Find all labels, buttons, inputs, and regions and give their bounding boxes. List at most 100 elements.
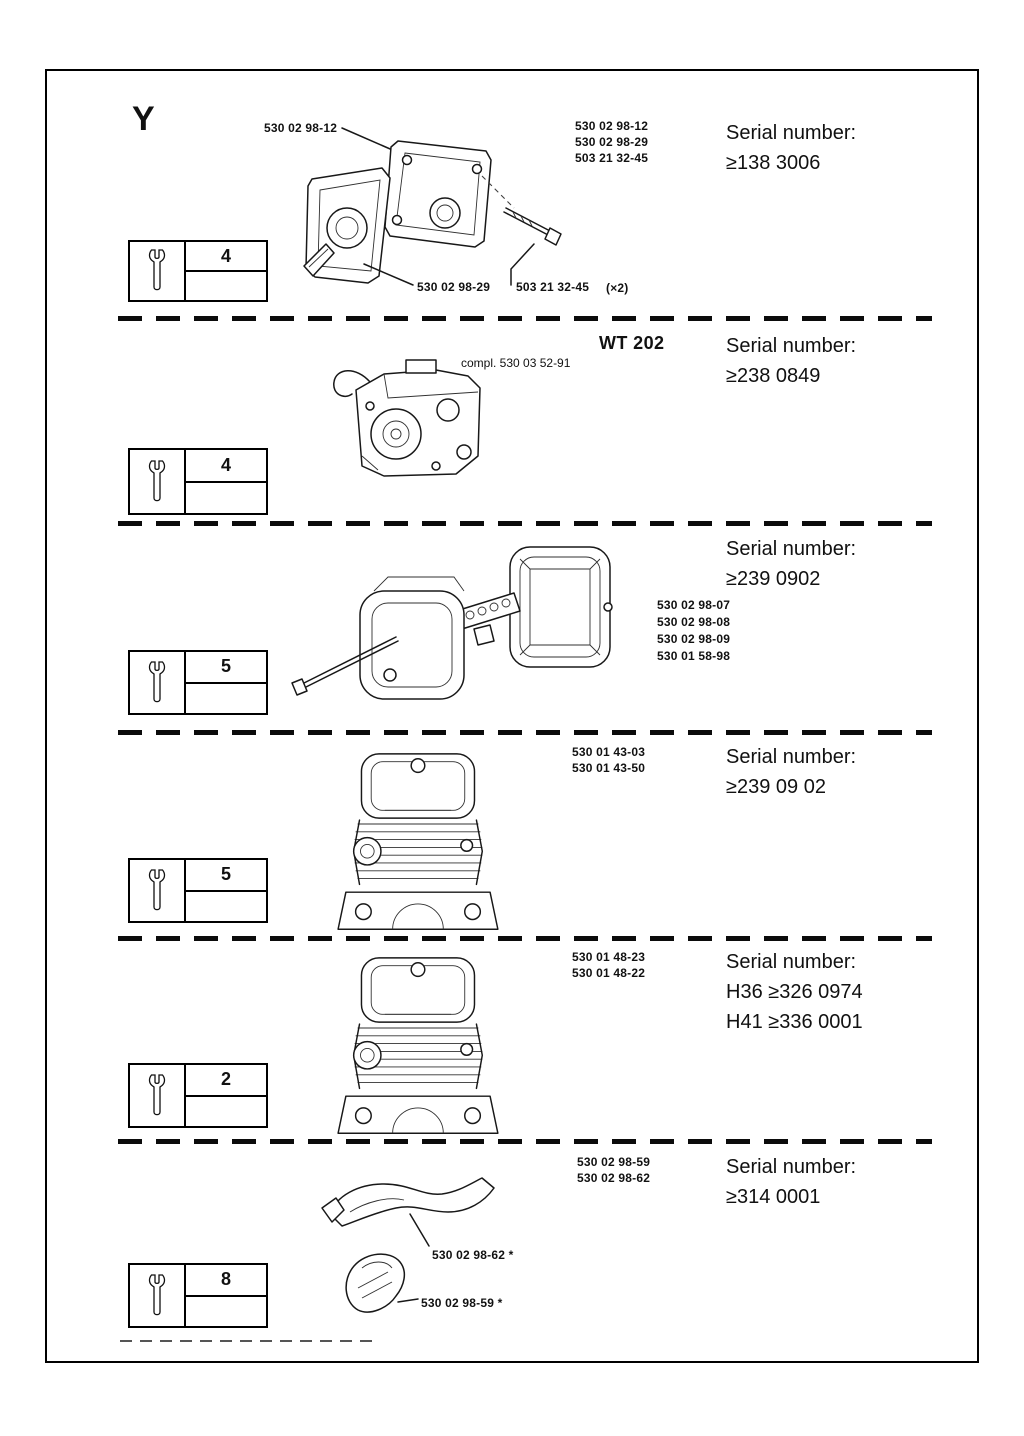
cylinder-diagram [337,753,499,930]
part-number: 530 02 98-62 [577,1171,651,1185]
serial-number-block: Serial number: ≥239 0902 [726,534,856,594]
qty-cell: 4 [186,242,266,300]
part-number: 530 02 98-12 [575,119,649,133]
bottom-divider [120,1340,372,1342]
serial-label: Serial number: [726,746,857,768]
part-callout: 530 02 98-62 * [432,1248,514,1262]
tool-quantity-box: 2 [128,1063,268,1128]
section-divider [118,936,932,941]
qty-empty [186,272,266,300]
qty-cell: 2 [186,1065,266,1126]
exhaust-port [352,1040,474,1070]
part-number: 530 02 98-59 [577,1155,651,1169]
leader-lines [397,1213,430,1303]
serial-value: H36 ≥326 0974 [726,981,863,1003]
part-number-list: 530 02 98-12 530 02 98-29 503 21 32-45 [575,118,648,166]
page-border [45,69,979,1363]
wrench-cell [130,242,186,300]
qty-empty [186,483,266,513]
tool-quantity-box: 4 [128,448,268,515]
tool-quantity-box: 8 [128,1263,268,1328]
carburetor-body [355,359,481,477]
muffler-assembly-diagram [291,546,613,700]
qty-empty [186,684,266,713]
base-flange [337,891,499,930]
qty-cell: 5 [186,652,266,713]
wrench-icon [148,1073,166,1115]
wrench-cell [130,1265,186,1326]
part-number: 530 02 98-07 [657,598,731,612]
serial-label: Serial number: [726,951,857,973]
qty-empty [186,892,266,921]
long-bolt [291,636,399,696]
fuel-line [333,370,371,398]
upper-guard [321,1177,495,1227]
wrench-cell [130,1065,186,1126]
wrench-icon [148,249,166,291]
carburetor-diagram [333,359,481,477]
tool-qty: 2 [186,1065,266,1097]
serial-value: ≥238 0849 [726,365,821,387]
tool-qty: 5 [186,860,266,892]
wrench-cell [130,652,186,713]
muffler-exploded-diagram [303,127,562,286]
baffle-plate [455,592,521,646]
wrench-cell [130,450,186,513]
section-marker: Y [132,100,156,138]
part-callout: 530 02 98-12 [264,121,338,135]
serial-value: ≥314 0001 [726,1186,821,1208]
part-number-list: 530 02 98-07 530 02 98-08 530 02 98-09 5… [657,597,730,665]
serial-value: ≥138 3006 [726,152,821,174]
serial-value: ≥239 0902 [726,568,821,590]
serial-number-block: Serial number: ≥239 09 02 [726,742,856,802]
serial-label: Serial number: [726,538,857,560]
wrench-icon [148,868,166,910]
part-number: 530 01 48-23 [572,950,646,964]
bolt [481,175,562,246]
part-callout-qty: (×2) [606,281,629,295]
part-number: 530 01 43-50 [572,761,646,775]
qty-cell: 8 [186,1265,266,1326]
wrench-cell [130,860,186,921]
part-callout: 530 02 98-59 * [421,1296,503,1310]
wrench-icon [148,660,166,702]
part-callout: 530 02 98-29 [417,280,491,294]
serial-number-block: Serial number: ≥238 0849 [726,331,856,391]
qty-empty [186,1097,266,1126]
qty-cell: 5 [186,860,266,921]
part-number-list: 530 02 98-59 530 02 98-62 [577,1154,650,1186]
part-number: 530 02 98-29 [575,135,649,149]
part-number: 530 01 58-98 [657,649,731,663]
part-callout: 503 21 32-45 [516,280,590,294]
tool-qty: 8 [186,1265,266,1297]
tool-qty: 4 [186,450,266,483]
serial-label: Serial number: [726,122,857,144]
chain-guard-diagram [321,1177,495,1313]
model-label: WT 202 [599,333,665,353]
wrench-icon [148,1273,166,1315]
part-number-list: 530 01 48-23 530 01 48-22 [572,949,645,981]
part-number: 530 02 98-08 [657,615,731,629]
wrench-icon [148,459,166,501]
leader-lines-bottom [363,243,535,286]
rear-shell [509,546,613,668]
serial-label: Serial number: [726,1156,857,1178]
serial-number-block: Serial number: H36 ≥326 0974 H41 ≥336 00… [726,947,863,1037]
part-number: 530 01 48-22 [572,966,646,980]
front-muffler-box [359,576,465,700]
front-shell [303,167,391,284]
cylinder-head [360,753,476,819]
serial-number-block: Serial number: ≥138 3006 [726,118,856,178]
tool-qty: 4 [186,242,266,273]
tool-quantity-box: 5 [128,650,268,715]
qty-empty [186,1297,266,1326]
cylinder-head [360,957,476,1023]
serial-value: ≥239 09 02 [726,776,826,798]
serial-value: H41 ≥336 0001 [726,1011,863,1033]
base-flange [337,1095,499,1134]
section-divider [118,316,932,321]
lower-guard [345,1253,406,1313]
qty-cell: 4 [186,450,266,513]
tool-quantity-box: 5 [128,858,268,923]
